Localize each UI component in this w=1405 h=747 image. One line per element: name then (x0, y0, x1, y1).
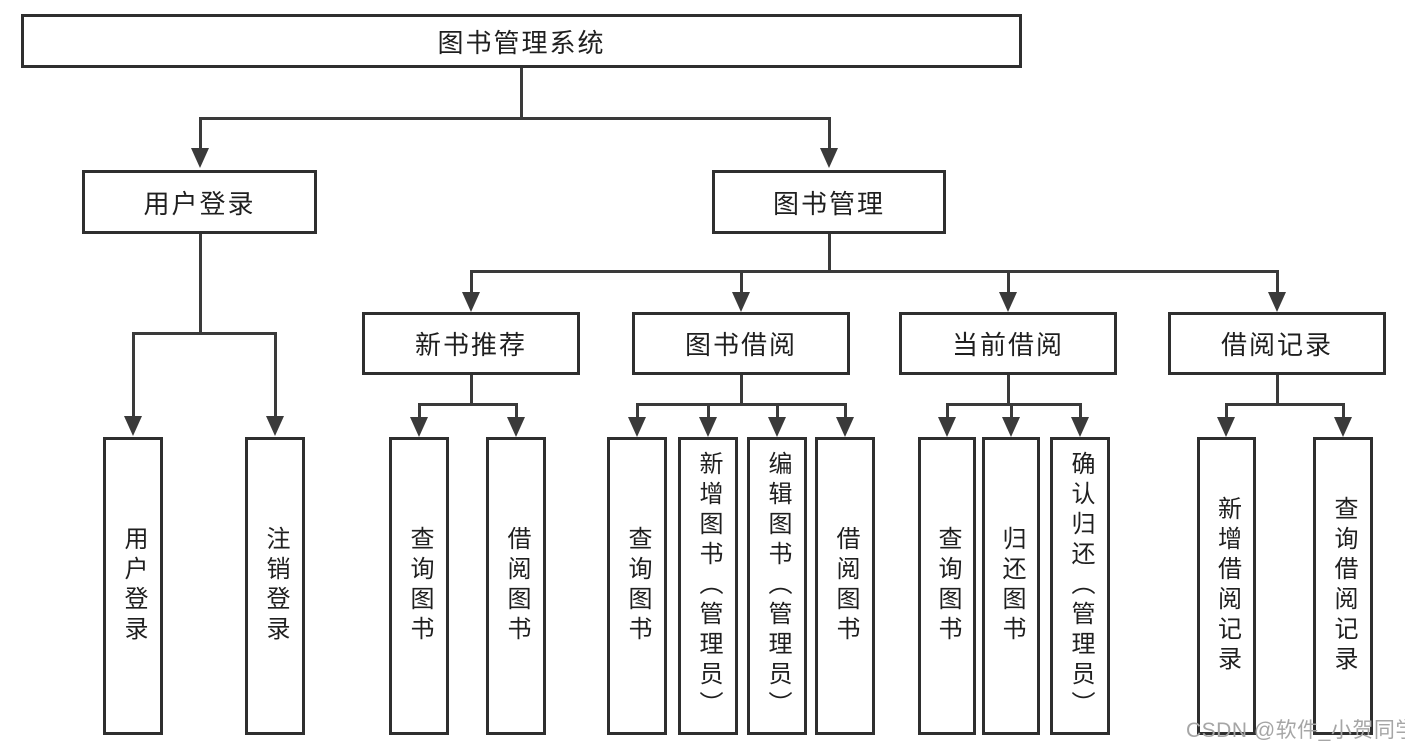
arrowhead-down (1268, 292, 1286, 312)
node-label: 图书管理 (772, 188, 885, 219)
node-label: 确认归还（管理员） (1067, 451, 1094, 721)
arrowhead-down (999, 292, 1017, 312)
node-new-book-recommendation: 新书推荐 (362, 312, 580, 375)
node-label: 图书借阅 (684, 330, 797, 360)
leaf-user-login: 用户登录 (103, 437, 163, 735)
node-label: 当前借阅 (951, 330, 1064, 360)
connector-line (274, 332, 277, 418)
leaf-confirm-return-admin: 确认归还（管理员） (1050, 437, 1110, 735)
arrowhead-down (1334, 417, 1352, 437)
leaf-logout: 注销登录 (245, 437, 305, 735)
arrowhead-down (836, 417, 854, 437)
arrowhead-down (820, 148, 838, 168)
connector-line (776, 403, 779, 419)
csdn-watermark: CSDN @软件_小贺同学 (1186, 719, 1405, 742)
arrowhead-down (410, 417, 428, 437)
connector-line (946, 403, 949, 419)
leaf-query-books-current: 查询图书 (918, 437, 976, 735)
node-label: 查询借阅记录 (1330, 496, 1357, 676)
connector-line (418, 403, 518, 406)
connector-line (1276, 375, 1279, 406)
node-label: 归还图书 (998, 526, 1025, 646)
connector-line (520, 68, 523, 119)
arrowhead-down (124, 416, 142, 436)
connector-line (828, 117, 831, 150)
node-label: 新增借阅记录 (1213, 496, 1241, 676)
leaf-add-books-admin: 新增图书（管理员） (678, 437, 738, 735)
connector-line (470, 270, 1279, 273)
arrowhead-down (266, 416, 284, 436)
arrowhead-down (1071, 417, 1089, 437)
connector-line (740, 270, 743, 295)
connector-line (1079, 403, 1082, 419)
node-book-management: 图书管理 (712, 170, 946, 234)
arrowhead-down (938, 417, 956, 437)
connector-line (199, 117, 202, 150)
node-label: 编辑图书（管理员） (764, 451, 791, 721)
node-label: 图书管理系统 (437, 27, 606, 58)
node-user-login: 用户登录 (82, 170, 317, 234)
node-label: 查询图书 (934, 526, 961, 646)
connector-line (707, 403, 710, 419)
connector-line (515, 403, 518, 419)
connector-line (199, 234, 202, 335)
connector-line (1010, 403, 1013, 419)
connector-line (132, 332, 135, 418)
arrowhead-down (462, 292, 480, 312)
leaf-borrow-books-recommend: 借阅图书 (486, 437, 546, 735)
connector-line (1342, 403, 1345, 419)
arrowhead-down (507, 417, 525, 437)
connector-line (1007, 375, 1010, 406)
node-borrowing-records: 借阅记录 (1168, 312, 1386, 375)
leaf-add-borrow-record: 新增借阅记录 (1197, 437, 1256, 735)
leaf-return-books: 归还图书 (982, 437, 1040, 735)
connector-line (418, 403, 421, 419)
node-label: 用户登录 (143, 188, 256, 219)
node-label: 注销登录 (262, 526, 289, 646)
node-label: 新增图书（管理员） (695, 451, 722, 721)
connector-line (740, 375, 743, 406)
connector-line (946, 403, 1082, 406)
arrowhead-down (1002, 417, 1020, 437)
leaf-edit-books-admin: 编辑图书（管理员） (747, 437, 807, 735)
node-current-borrowing: 当前借阅 (899, 312, 1117, 375)
node-book-borrowing: 图书借阅 (632, 312, 850, 375)
node-label: 借阅记录 (1220, 330, 1333, 360)
connector-line (1276, 270, 1279, 295)
arrowhead-down (628, 417, 646, 437)
arrowhead-down (732, 292, 750, 312)
node-label: 用户登录 (120, 526, 147, 646)
node-library-management-system: 图书管理系统 (21, 14, 1022, 68)
node-label: 借阅图书 (832, 526, 859, 646)
connector-line (636, 403, 846, 406)
connector-line (844, 403, 847, 419)
leaf-query-borrow-record: 查询借阅记录 (1313, 437, 1373, 735)
arrowhead-down (1217, 417, 1235, 437)
leaf-query-books-borrow: 查询图书 (607, 437, 667, 735)
node-label: 查询图书 (406, 526, 433, 646)
connector-line (199, 117, 831, 120)
arrowhead-down (768, 417, 786, 437)
connector-line (636, 403, 639, 419)
leaf-borrow-books: 借阅图书 (815, 437, 875, 735)
node-label: 借阅图书 (503, 526, 530, 646)
connector-line (1225, 403, 1228, 419)
leaf-query-books-recommend: 查询图书 (389, 437, 449, 735)
connector-line (1225, 403, 1345, 406)
node-label: 查询图书 (624, 526, 651, 646)
connector-line (470, 270, 473, 295)
arrowhead-down (191, 148, 209, 168)
node-label: 新书推荐 (414, 330, 527, 360)
arrowhead-down (699, 417, 717, 437)
connector-line (1007, 270, 1010, 295)
connector-line (132, 332, 277, 335)
connector-line (470, 375, 473, 406)
connector-line (828, 234, 831, 273)
